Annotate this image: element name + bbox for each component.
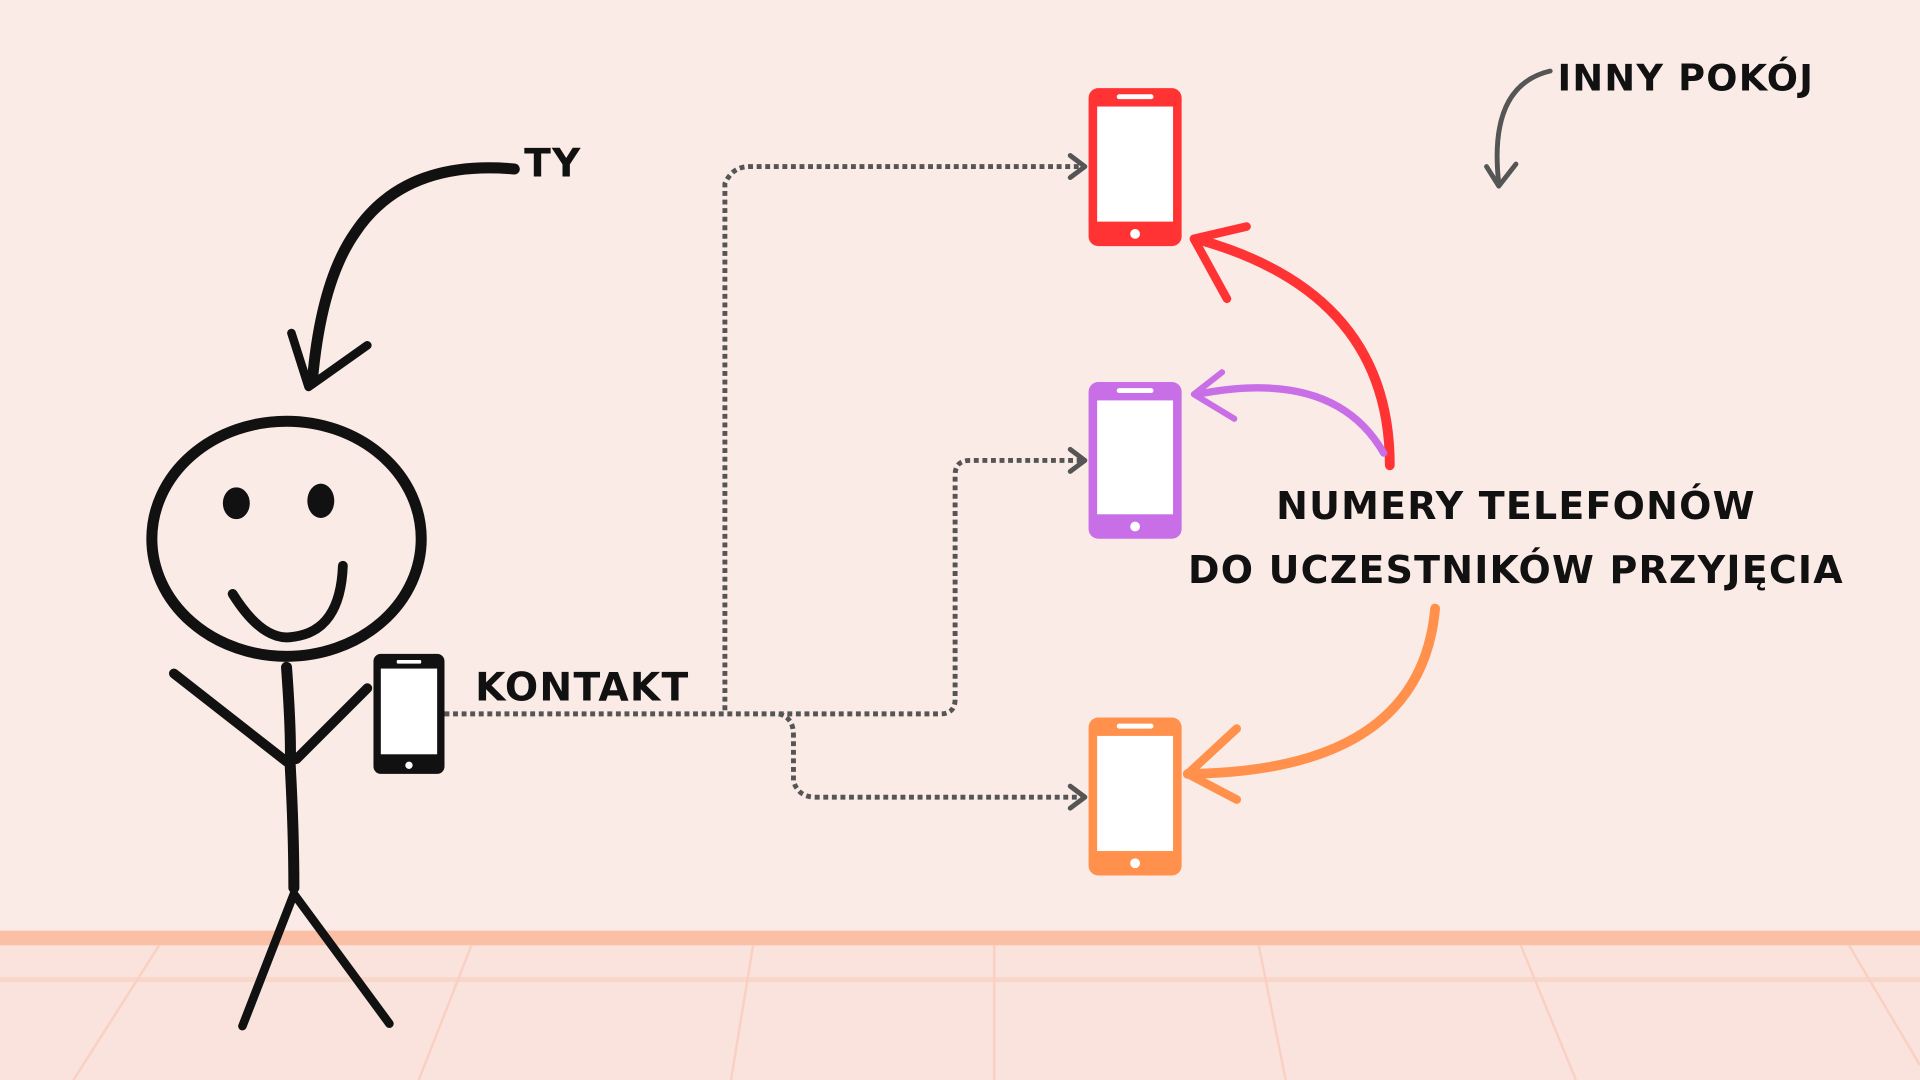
- label-numbers-line2: DO UCZESTNIKÓW PRZYJĘCIA: [1188, 548, 1844, 592]
- phone-red-icon: [1088, 88, 1182, 247]
- label-contact: KONTAKT: [475, 665, 689, 710]
- connector-lines: [444, 153, 1088, 811]
- smile: [227, 560, 348, 643]
- your-phone-icon: [373, 653, 445, 774]
- eye-right: [307, 483, 335, 518]
- phone-orange-icon: [1088, 717, 1182, 876]
- label-other-room: INNY POKÓJ: [1558, 56, 1815, 100]
- stick-figure: [146, 415, 427, 1031]
- label-numbers-line1: NUMERY TELEFONÓW: [1276, 484, 1756, 528]
- arrow-you-icon: [287, 162, 520, 392]
- arrow-red-icon: [1189, 222, 1395, 471]
- label-you: TY: [524, 141, 582, 186]
- eye-left: [222, 487, 250, 520]
- arrow-purple-icon: [1190, 369, 1388, 457]
- arrow-room-icon: [1484, 68, 1553, 189]
- floor: [0, 930, 1920, 1080]
- arrow-orange-icon: [1182, 603, 1440, 804]
- phone-purple-icon: [1088, 382, 1182, 539]
